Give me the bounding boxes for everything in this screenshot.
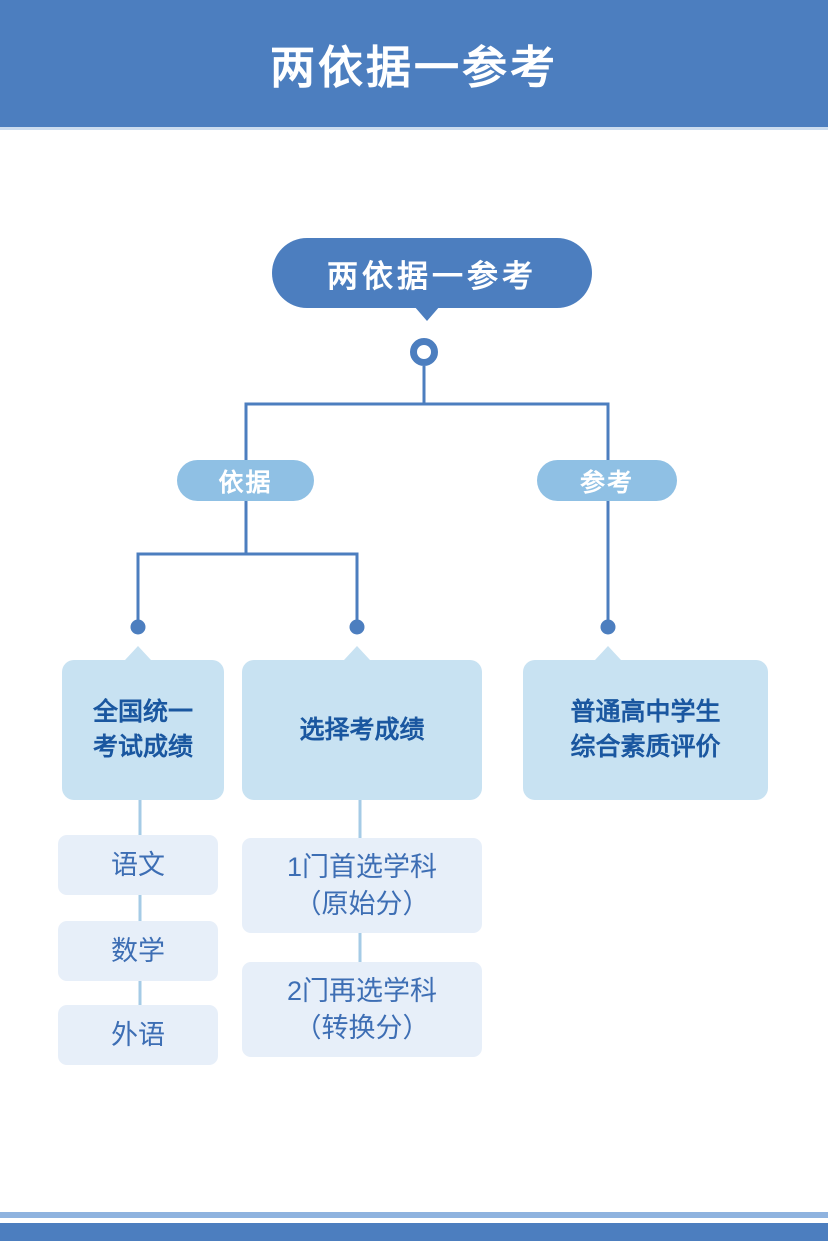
anchor-dot-selective-exam <box>349 619 365 635</box>
subject-box-math: 数学 <box>58 921 218 981</box>
node-national-exam: 全国统一 考试成绩 <box>62 646 224 800</box>
root-node-tail <box>414 306 440 321</box>
basis-branch-line <box>136 552 359 620</box>
node-evaluation: 普通高中学生 综合素质评价 <box>523 646 768 800</box>
branch-basis-label: 依据 <box>218 468 273 497</box>
level1-branch-line <box>244 402 610 460</box>
selective-second-choice-line1: 2门再选学科 <box>286 975 438 1006</box>
subject-math-label: 数学 <box>111 935 165 966</box>
selective-second-choice-line2: （转换分） <box>294 1012 430 1043</box>
branch-node-reference: 参考 <box>537 460 677 501</box>
root-anchor-ring-icon <box>410 338 438 366</box>
root-node: 两依据一参考 <box>272 238 592 308</box>
subject-box-chinese: 语文 <box>58 835 218 895</box>
node-selective-exam-label: 选择考成绩 <box>299 715 425 744</box>
branch-node-basis: 依据 <box>177 460 314 501</box>
anchor-dot-national-exam <box>130 619 146 635</box>
branch-reference-label: 参考 <box>579 468 634 497</box>
anchor-dot-evaluation <box>600 619 616 635</box>
selective-box-second-choice: 2门再选学科 （转换分） <box>242 962 482 1057</box>
node-evaluation-tail <box>595 646 621 660</box>
node-selective-exam: 选择考成绩 <box>242 646 482 800</box>
footer-accent-bar-light <box>0 1212 828 1218</box>
page-title: 两依据一参考 <box>269 43 558 93</box>
subject-chinese-label: 语文 <box>111 849 165 880</box>
header-banner: 两依据一参考 <box>0 0 828 130</box>
footer-accent-bar-dark <box>0 1223 828 1241</box>
node-national-exam-line2: 考试成绩 <box>92 733 193 761</box>
root-node-label: 两依据一参考 <box>327 258 537 294</box>
node-evaluation-line1: 普通高中学生 <box>570 698 721 726</box>
node-evaluation-line2: 综合素质评价 <box>570 733 721 761</box>
selective-box-first-choice: 1门首选学科 （原始分） <box>242 838 482 933</box>
subject-foreign-language-label: 外语 <box>111 1019 165 1050</box>
subject-box-foreign-language: 外语 <box>58 1005 218 1065</box>
selective-first-choice-line2: （原始分） <box>294 888 430 919</box>
node-national-exam-line1: 全国统一 <box>92 698 193 726</box>
node-selective-exam-tail <box>344 646 370 660</box>
selective-first-choice-line1: 1门首选学科 <box>286 851 438 882</box>
node-national-exam-tail <box>125 646 151 660</box>
